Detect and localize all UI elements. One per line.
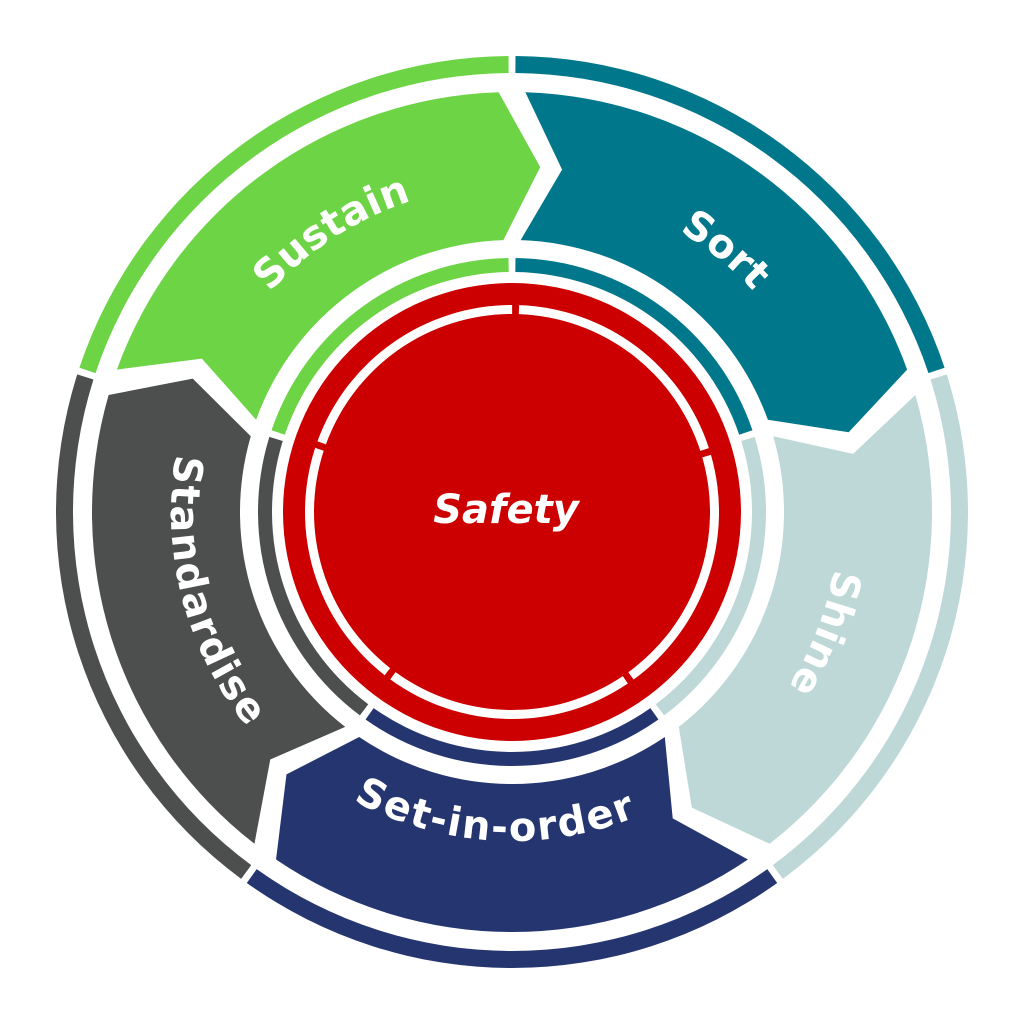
- hub-ring-arc: [628, 454, 720, 680]
- segment-block-sort: [520, 92, 908, 433]
- hub-ring-arc: [317, 304, 513, 445]
- segment-block-group: [91, 92, 933, 932]
- center-hub: Safety: [283, 283, 741, 741]
- safety-hub-circle: [283, 283, 741, 741]
- hub-ring-arc: [518, 305, 709, 451]
- segment-block-sustain: [116, 92, 541, 420]
- inner-ring-standardise: [258, 436, 369, 716]
- inner-ring-shine: [655, 436, 766, 716]
- safety-hub-dashed-ring: [305, 304, 720, 720]
- segment-block-standardise: [91, 378, 346, 844]
- outer-ring-set-in-order: [246, 869, 778, 969]
- safety-label: Safety: [433, 487, 580, 533]
- inner-ring-sustain: [271, 258, 509, 435]
- segment-block-shine: [678, 394, 933, 844]
- outer-ring-standardise: [56, 374, 252, 879]
- hub-ring-arc: [305, 447, 391, 676]
- outer-ring-shine: [772, 374, 968, 879]
- outer-ring-group: [56, 56, 968, 969]
- inner-ring-set-in-order: [365, 708, 659, 767]
- hub-ring-arc: [390, 672, 628, 720]
- inner-ring-sort: [515, 258, 753, 435]
- inner-ring-group: [258, 258, 766, 767]
- segment-block-set-in-order: [276, 737, 748, 932]
- outer-ring-sort: [515, 56, 945, 374]
- outer-ring-sustain: [79, 56, 509, 374]
